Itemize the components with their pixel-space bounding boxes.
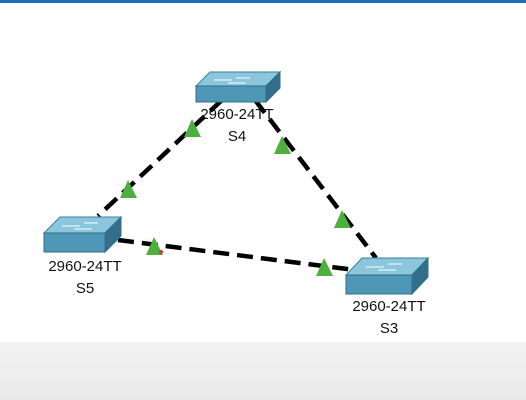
link-s4-s3[interactable]	[253, 98, 378, 260]
device-name: S4	[227, 128, 247, 145]
port-up-icon	[120, 180, 137, 198]
device-model: 2960-24TT	[200, 106, 274, 123]
device-model: 2960-24TT	[48, 258, 122, 275]
device-name: S3	[379, 320, 399, 337]
device-label-s5: 2960-24TT S5	[38, 258, 132, 298]
device-model: 2960-24TT	[352, 298, 426, 315]
link-s4-s5[interactable]	[96, 98, 224, 218]
cursor-dot	[159, 250, 163, 254]
switch-icon[interactable]	[42, 215, 123, 254]
device-label-s4: 2960-24TT S4	[190, 106, 284, 146]
window-top-strip	[0, 0, 526, 3]
port-up-icon	[146, 237, 163, 255]
device-name: S5	[75, 280, 95, 297]
port-up-icon	[274, 136, 291, 154]
switch-icon[interactable]	[194, 70, 282, 104]
device-label-s3: 2960-24TT S3	[342, 298, 436, 338]
bottom-panel	[0, 342, 526, 400]
switch-icon[interactable]	[344, 256, 430, 296]
port-up-icon	[334, 210, 351, 228]
port-up-icon	[316, 258, 333, 276]
port-up-icon	[184, 119, 201, 137]
